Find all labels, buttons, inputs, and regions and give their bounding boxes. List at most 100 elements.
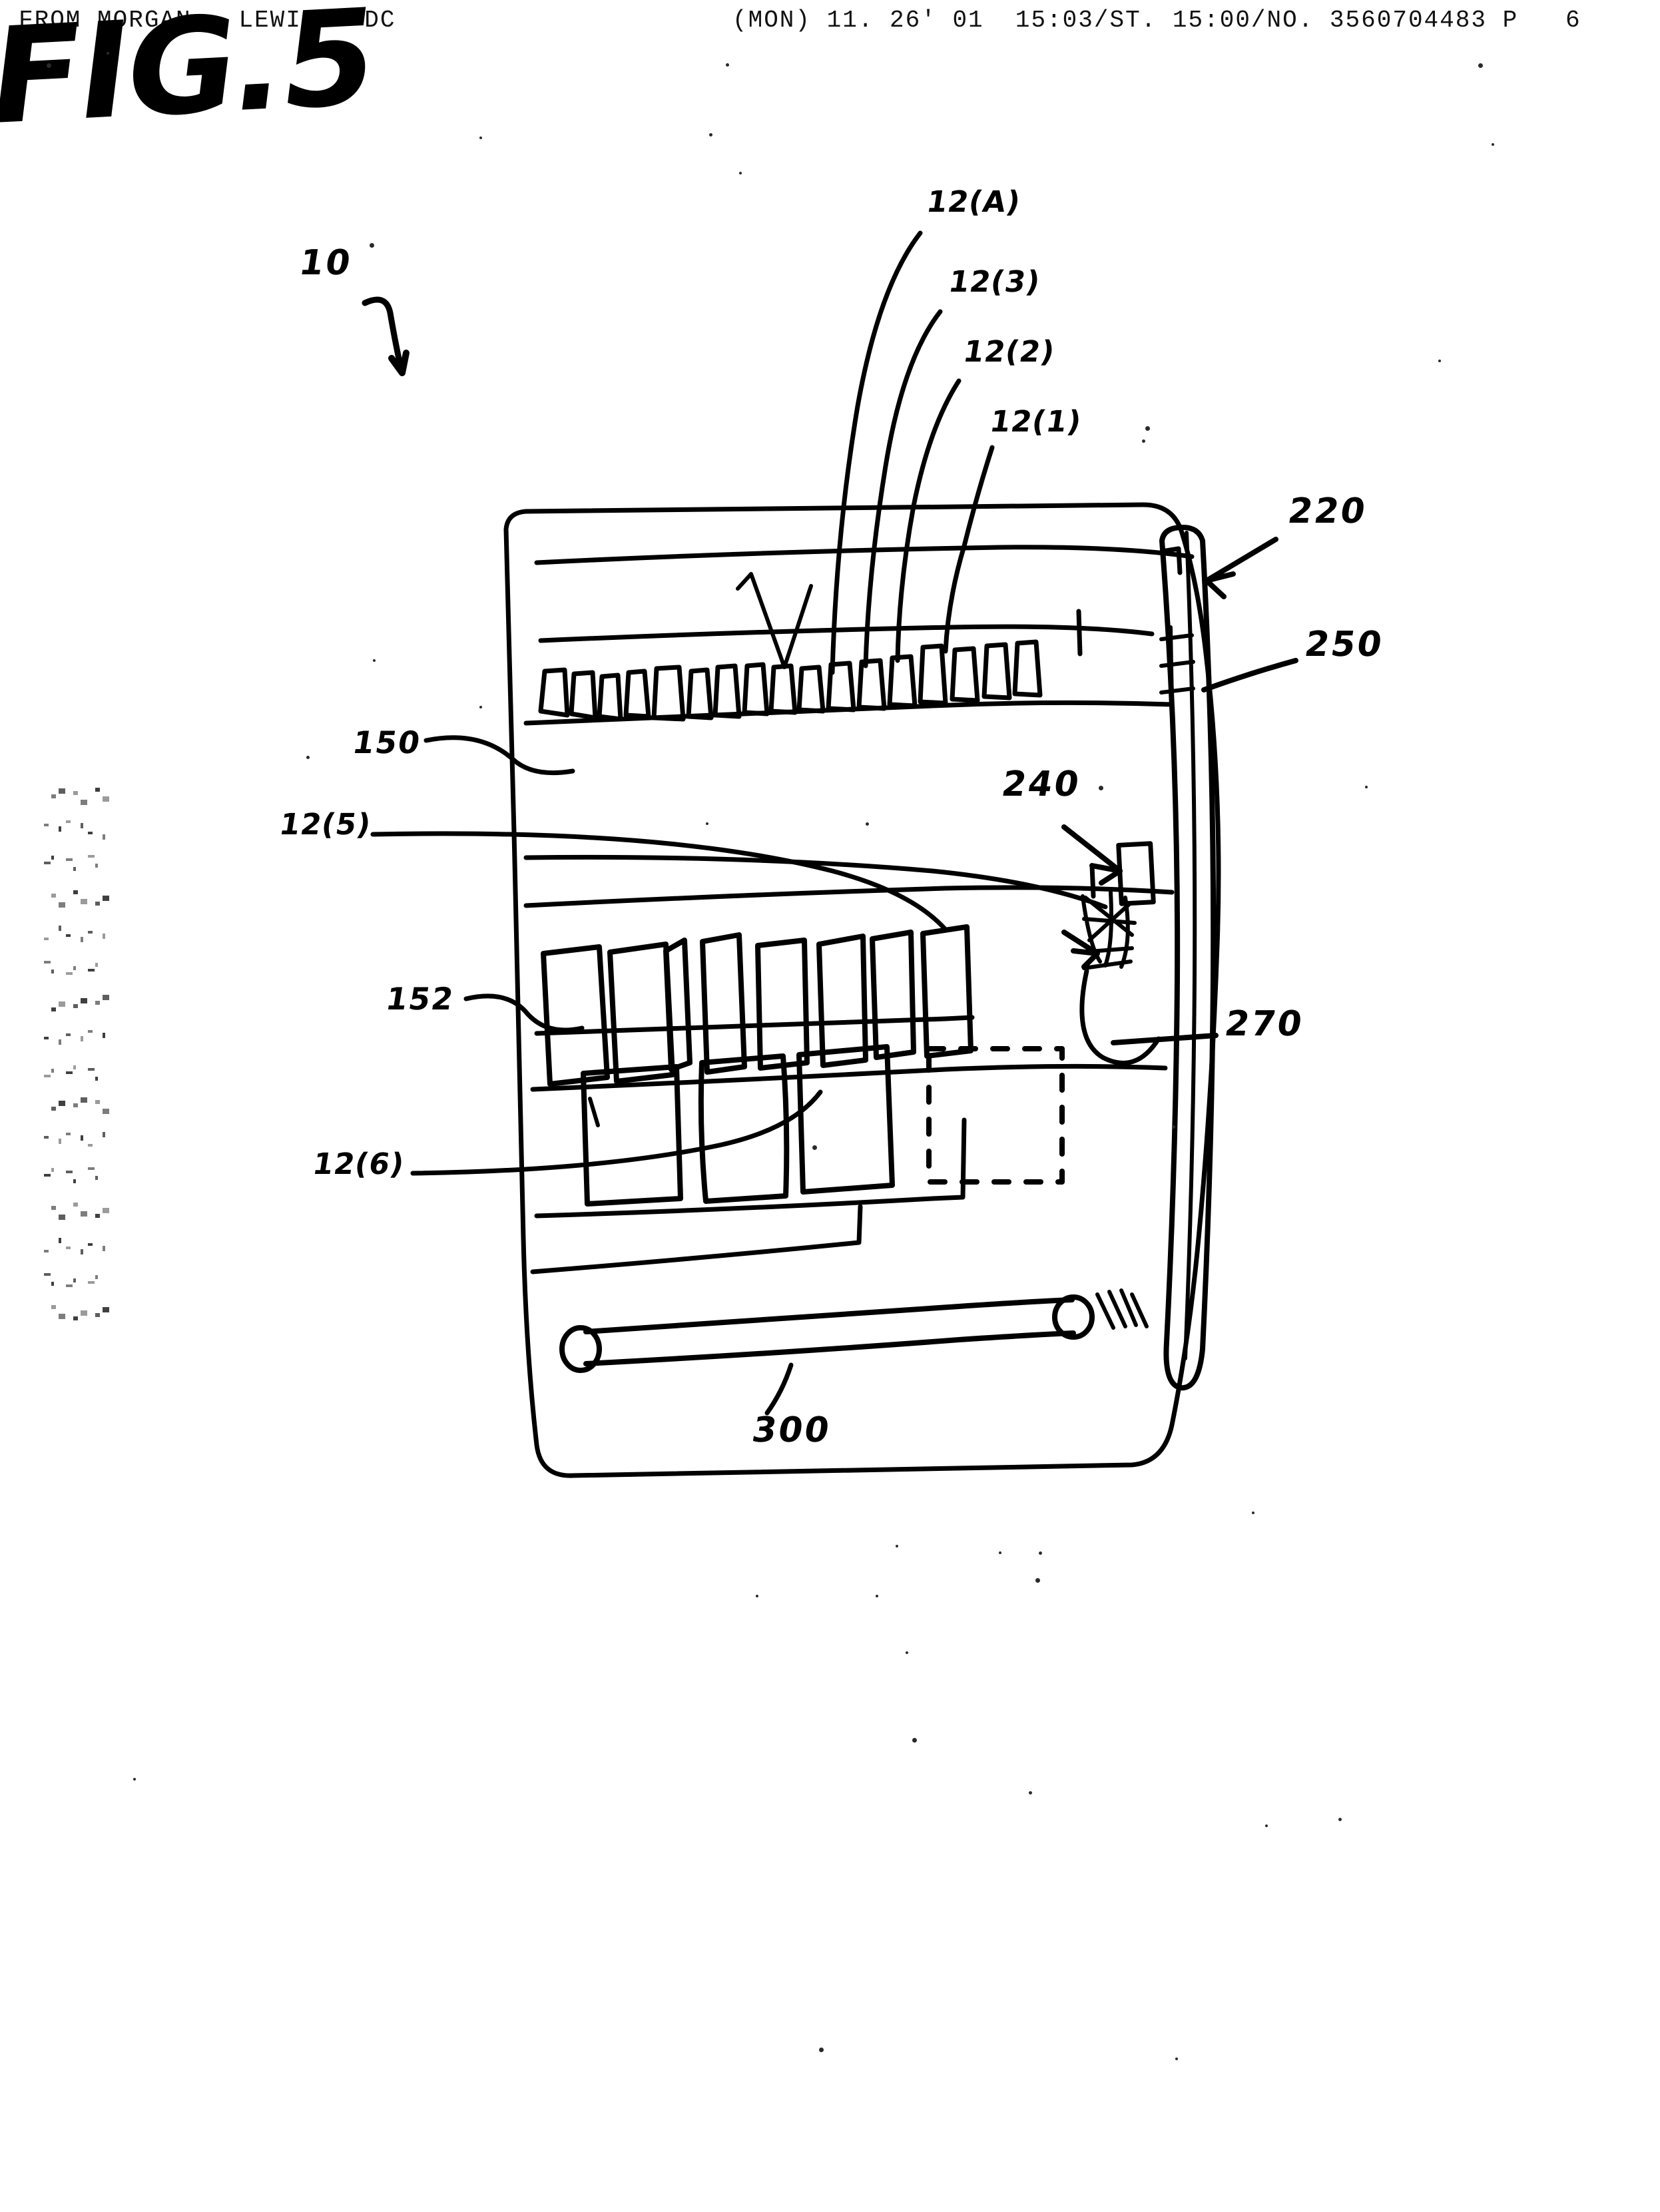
margin-mark (44, 1075, 51, 1077)
scan-speck (373, 659, 376, 662)
margin-mark (51, 1206, 56, 1210)
scan-speck (1029, 1791, 1032, 1795)
callout-152: 152 (383, 981, 457, 1017)
scan-speck (479, 137, 482, 139)
row2-cell (920, 924, 973, 1059)
leader-270 (1111, 1033, 1219, 1045)
margin-mark (73, 1278, 76, 1282)
vertical-strip-inner (1183, 531, 1197, 1360)
margin-mark (95, 963, 98, 967)
scan-speck (306, 756, 310, 759)
row1-finger (950, 646, 980, 703)
arrowhead-240b (1061, 930, 1100, 969)
latch-element-240 (1116, 841, 1156, 906)
margin-mark (73, 867, 76, 871)
leader-12-5 (370, 831, 948, 932)
margin-mark (73, 1316, 78, 1320)
margin-mark (95, 1100, 100, 1104)
row2-top-line (523, 885, 1175, 908)
margin-mark (66, 1033, 71, 1036)
row1-finger (623, 669, 651, 719)
leader-250 (1201, 658, 1298, 692)
scan-speck (1099, 786, 1103, 790)
margin-mark (88, 1167, 95, 1170)
lower-divider-line (530, 1204, 863, 1274)
margin-mark (73, 890, 78, 894)
scan-speck (107, 52, 109, 55)
margin-mark (44, 1273, 51, 1276)
margin-mark (103, 1208, 109, 1213)
scan-speck (812, 1145, 817, 1150)
margin-mark (51, 1007, 56, 1011)
callout-250: 250 (1302, 625, 1387, 665)
margin-mark (88, 855, 95, 858)
margin-mark (51, 1282, 54, 1286)
margin-mark (95, 788, 100, 792)
scan-speck (1035, 1578, 1040, 1583)
margin-mark (66, 1171, 73, 1173)
margin-mark (81, 823, 83, 828)
callout-300: 300 (749, 1410, 834, 1450)
margin-mark (44, 824, 49, 826)
margin-mark (88, 1243, 93, 1246)
leader-300 (764, 1362, 794, 1416)
dashed-placeholder-box (926, 1046, 1065, 1185)
margin-mark (59, 1238, 61, 1243)
margin-mark (51, 1305, 56, 1309)
margin-mark (66, 1071, 73, 1074)
margin-mark (66, 1246, 71, 1249)
scan-speck (1265, 1824, 1268, 1827)
margin-mark (95, 1313, 100, 1317)
scan-speck (726, 63, 729, 67)
margin-mark (44, 1037, 49, 1039)
row1-finger (742, 662, 770, 716)
guide-tick-mark (1076, 609, 1083, 657)
row1-finger (918, 643, 948, 706)
margin-mark (95, 1176, 98, 1180)
margin-mark (59, 1314, 65, 1319)
margin-mark (51, 969, 54, 973)
margin-mark (81, 1249, 83, 1254)
margin-mark (66, 1133, 71, 1135)
margin-mark (103, 1307, 109, 1312)
callout-12-6: 12(6) (310, 1147, 408, 1181)
leader-12-3 (863, 309, 943, 669)
row3-top-line (534, 1015, 975, 1036)
margin-mark (88, 931, 93, 934)
margin-mark (73, 1179, 76, 1183)
row3-box-group (581, 1044, 895, 1207)
row1-finger (887, 654, 918, 708)
margin-mark (59, 902, 65, 908)
margin-mark (51, 794, 56, 798)
margin-mark (81, 1097, 87, 1103)
margin-mark (44, 961, 51, 964)
scan-speck (896, 1545, 898, 1547)
row1-finger (856, 658, 887, 711)
margin-mark (103, 1109, 109, 1114)
fax-sender-line: FROM MORGAN, LEWIS - DC (19, 7, 396, 34)
margin-mark (73, 966, 76, 970)
bar-end-right (1052, 1294, 1095, 1340)
scan-speck (1145, 426, 1150, 431)
scan-speck (1492, 143, 1494, 146)
row3-base-line (534, 1117, 967, 1219)
margin-mark (81, 1135, 83, 1141)
scan-speck (1438, 360, 1441, 362)
margin-mark (59, 1001, 65, 1007)
margin-mark (66, 1284, 73, 1287)
row1-finger (686, 667, 714, 720)
margin-mark (81, 800, 87, 805)
leader-220 (1204, 537, 1278, 583)
row1-finger (1012, 639, 1043, 698)
margin-mark (51, 1107, 56, 1111)
scan-speck (709, 133, 712, 137)
row3-box (698, 1053, 790, 1204)
scan-speck (1172, 1125, 1175, 1129)
margin-mark (88, 1068, 95, 1071)
row2-cell (700, 932, 747, 1075)
arrowhead-10 (388, 350, 410, 376)
row2-cell (607, 942, 675, 1084)
scan-speck (1478, 63, 1483, 68)
callout-150: 150 (350, 724, 424, 760)
scan-speck (739, 172, 742, 174)
